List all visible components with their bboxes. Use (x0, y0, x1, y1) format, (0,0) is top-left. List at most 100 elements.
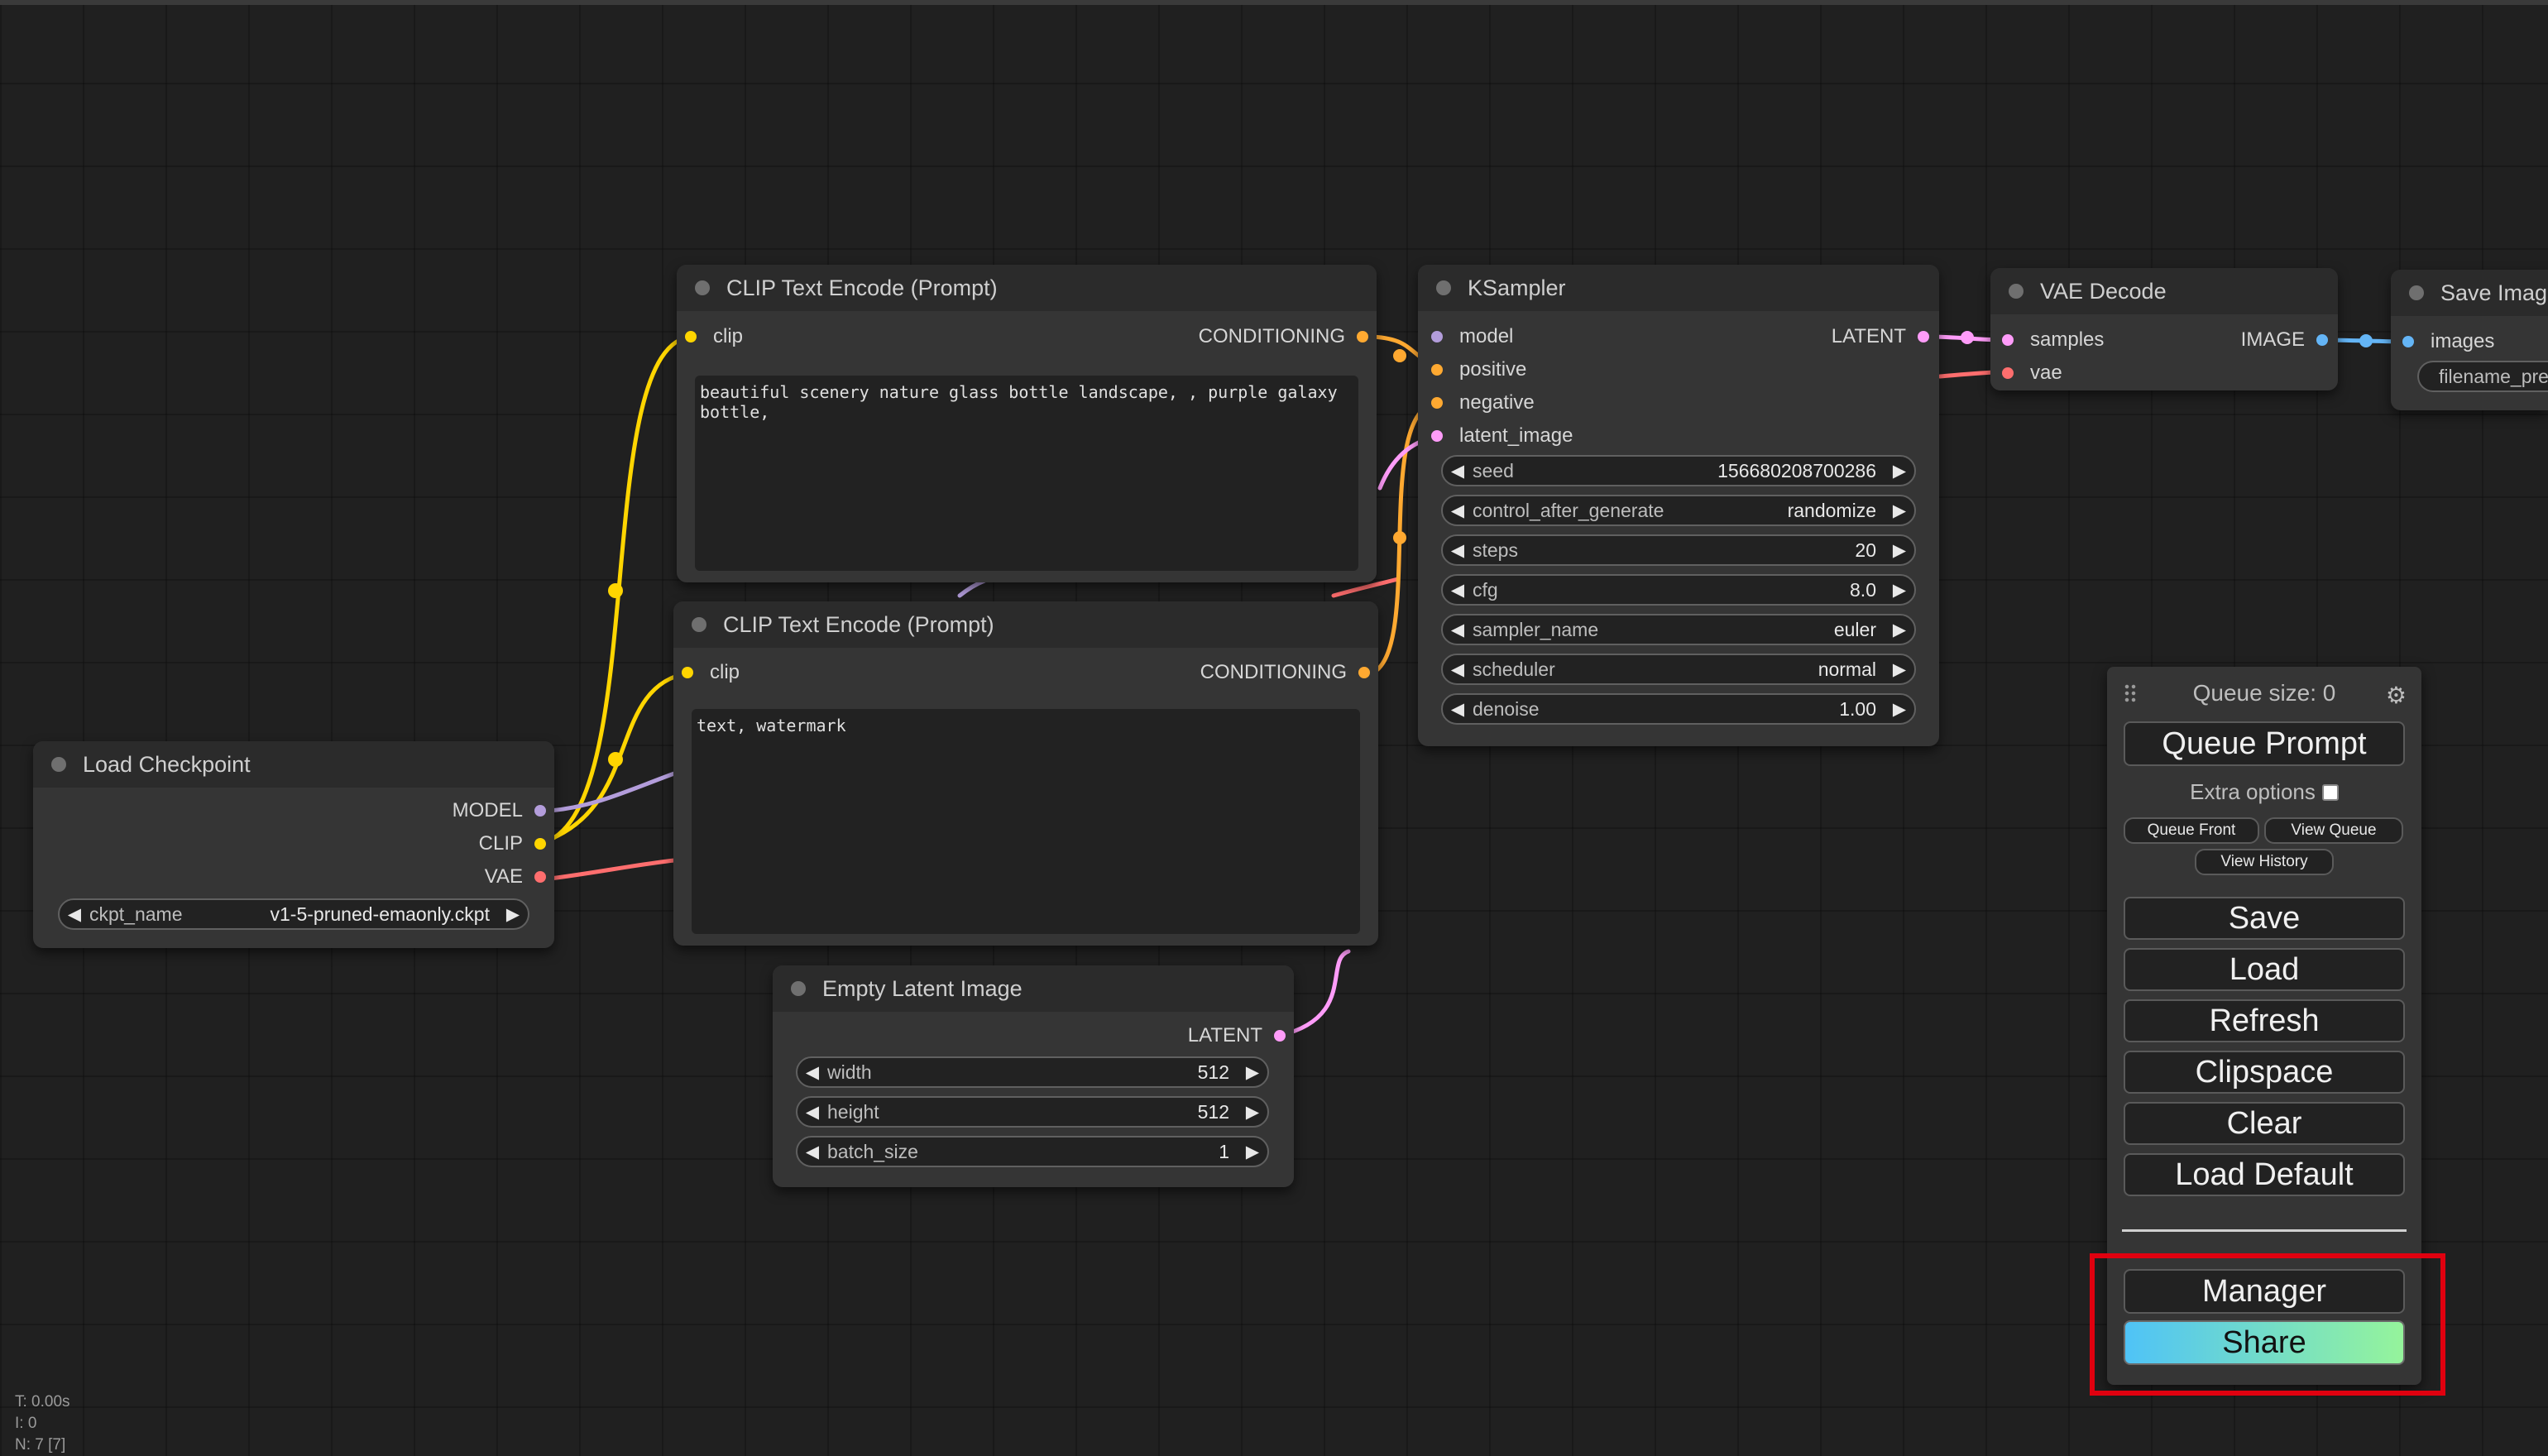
input-vae[interactable]: vae (2002, 358, 2062, 388)
latent-input-dot-icon[interactable] (1431, 430, 1443, 442)
height-number-widget[interactable]: ◀ height 512 ▶ (796, 1096, 1269, 1128)
node-title-bar[interactable]: Empty Latent Image (773, 965, 1294, 1012)
control-after-generate-combo[interactable]: ◀ control_after_generate randomize ▶ (1441, 495, 1916, 526)
share-button[interactable]: Share (2124, 1320, 2405, 1365)
node-title-bar[interactable]: Load Checkpoint (33, 741, 554, 788)
denoise-number-widget[interactable]: ◀ denoise 1.00 ▶ (1441, 693, 1916, 725)
gear-icon[interactable]: ⚙ (2385, 682, 2407, 708)
clip-text-encode-positive-node[interactable]: CLIP Text Encode (Prompt) clip CONDITION… (677, 265, 1377, 582)
vae-input-dot-icon[interactable] (2002, 367, 2014, 379)
width-number-widget[interactable]: ◀ width 512 ▶ (796, 1056, 1269, 1088)
load-checkpoint-node[interactable]: Load Checkpoint MODEL CLIP VAE ◀ ckpt_na… (33, 741, 554, 948)
clip-text-encode-negative-node[interactable]: CLIP Text Encode (Prompt) clip CONDITION… (673, 601, 1378, 946)
arrow-left-icon[interactable]: ◀ (1450, 580, 1465, 600)
output-vae[interactable]: VAE (485, 862, 546, 892)
vae-decode-node[interactable]: VAE Decode samples vae IMAGE (1990, 268, 2338, 390)
clip-input-dot-icon[interactable] (682, 667, 693, 678)
collapse-dot-icon[interactable] (51, 757, 66, 772)
output-conditioning[interactable]: CONDITIONING (1199, 322, 1368, 352)
queue-front-button[interactable]: Queue Front (2124, 817, 2259, 844)
arrow-left-icon[interactable]: ◀ (805, 1102, 820, 1122)
node-title-bar[interactable]: CLIP Text Encode (Prompt) (677, 265, 1377, 311)
node-title-bar[interactable]: Save Imag (2391, 270, 2548, 316)
node-title-bar[interactable]: CLIP Text Encode (Prompt) (673, 601, 1378, 648)
output-conditioning[interactable]: CONDITIONING (1200, 658, 1370, 687)
arrow-left-icon[interactable]: ◀ (1450, 540, 1465, 560)
ksampler-node[interactable]: KSampler model positive negative latent_… (1418, 265, 1939, 746)
arrow-left-icon[interactable]: ◀ (1450, 620, 1465, 639)
arrow-left-icon[interactable]: ◀ (805, 1062, 820, 1082)
images-input-dot-icon[interactable] (2402, 336, 2414, 347)
input-negative[interactable]: negative (1431, 388, 1535, 418)
queue-prompt-button[interactable]: Queue Prompt (2124, 721, 2405, 766)
conditioning-output-dot-icon[interactable] (1357, 331, 1368, 342)
manager-button[interactable]: Manager (2124, 1269, 2405, 1314)
input-positive[interactable]: positive (1431, 355, 1526, 385)
output-latent[interactable]: LATENT (1832, 322, 1929, 352)
arrow-right-icon[interactable]: ▶ (1892, 620, 1907, 639)
conditioning-output-dot-icon[interactable] (1358, 667, 1370, 678)
clipspace-button[interactable]: Clipspace (2124, 1051, 2405, 1094)
drag-handle-icon[interactable] (2124, 683, 2137, 703)
empty-latent-image-node[interactable]: Empty Latent Image LATENT ◀ width 512 ▶ … (773, 965, 1294, 1187)
sampler-name-combo[interactable]: ◀ sampler_name euler ▶ (1441, 614, 1916, 645)
output-image[interactable]: IMAGE (2241, 325, 2328, 355)
filename-prefix-text-widget[interactable]: filename_pre (2417, 361, 2548, 392)
view-queue-button[interactable]: View Queue (2264, 817, 2403, 844)
arrow-left-icon[interactable]: ◀ (67, 904, 82, 924)
arrow-right-icon[interactable]: ▶ (1892, 500, 1907, 520)
collapse-dot-icon[interactable] (1436, 280, 1451, 295)
node-title-bar[interactable]: VAE Decode (1990, 268, 2338, 314)
arrow-right-icon[interactable]: ▶ (1892, 540, 1907, 560)
arrow-right-icon[interactable]: ▶ (505, 904, 520, 924)
latent-output-dot-icon[interactable] (1274, 1030, 1286, 1042)
latent-output-dot-icon[interactable] (1918, 331, 1929, 342)
extra-options-checkbox[interactable] (2321, 783, 2339, 801)
input-latent-image[interactable]: latent_image (1431, 421, 1573, 451)
arrow-left-icon[interactable]: ◀ (805, 1142, 820, 1161)
input-model[interactable]: model (1431, 322, 1513, 352)
vae-output-dot-icon[interactable] (534, 871, 546, 883)
clip-output-dot-icon[interactable] (534, 838, 546, 850)
arrow-right-icon[interactable]: ▶ (1892, 580, 1907, 600)
image-output-dot-icon[interactable] (2316, 334, 2328, 346)
save-image-node[interactable]: Save Imag images filename_pre (2391, 270, 2548, 410)
ckpt-name-combo[interactable]: ◀ ckpt_name v1-5-pruned-emaonly.ckpt ▶ (58, 898, 529, 930)
load-default-button[interactable]: Load Default (2124, 1153, 2405, 1196)
prompt-textarea[interactable]: beautiful scenery nature glass bottle la… (695, 376, 1358, 571)
collapse-dot-icon[interactable] (2009, 284, 2024, 299)
arrow-right-icon[interactable]: ▶ (1892, 461, 1907, 481)
seed-number-widget[interactable]: ◀ seed 156680208700286 ▶ (1441, 455, 1916, 486)
arrow-right-icon[interactable]: ▶ (1245, 1062, 1260, 1082)
input-images[interactable]: images (2402, 327, 2494, 357)
view-history-button[interactable]: View History (2195, 849, 2334, 875)
prompt-textarea[interactable]: text, watermark (692, 709, 1360, 934)
model-output-dot-icon[interactable] (534, 805, 546, 817)
negative-input-dot-icon[interactable] (1431, 397, 1443, 409)
input-samples[interactable]: samples (2002, 325, 2104, 355)
load-button[interactable]: Load (2124, 948, 2405, 991)
samples-input-dot-icon[interactable] (2002, 334, 2014, 346)
steps-number-widget[interactable]: ◀ steps 20 ▶ (1441, 534, 1916, 566)
comfy-menu-panel[interactable]: Queue size: 0 ⚙ Queue Prompt Extra optio… (2107, 667, 2421, 1385)
model-input-dot-icon[interactable] (1431, 331, 1443, 342)
cfg-number-widget[interactable]: ◀ cfg 8.0 ▶ (1441, 574, 1916, 606)
save-button[interactable]: Save (2124, 897, 2405, 940)
collapse-dot-icon[interactable] (692, 617, 706, 632)
collapse-dot-icon[interactable] (791, 981, 806, 996)
output-latent[interactable]: LATENT (1188, 1021, 1286, 1051)
clear-button[interactable]: Clear (2124, 1102, 2405, 1145)
node-title-bar[interactable]: KSampler (1418, 265, 1939, 311)
output-clip[interactable]: CLIP (479, 829, 546, 859)
arrow-left-icon[interactable]: ◀ (1450, 461, 1465, 481)
refresh-button[interactable]: Refresh (2124, 999, 2405, 1042)
collapse-dot-icon[interactable] (695, 280, 710, 295)
clip-input-dot-icon[interactable] (685, 331, 697, 342)
arrow-left-icon[interactable]: ◀ (1450, 699, 1465, 719)
arrow-left-icon[interactable]: ◀ (1450, 500, 1465, 520)
arrow-left-icon[interactable]: ◀ (1450, 659, 1465, 679)
arrow-right-icon[interactable]: ▶ (1892, 659, 1907, 679)
arrow-right-icon[interactable]: ▶ (1892, 699, 1907, 719)
collapse-dot-icon[interactable] (2409, 285, 2424, 300)
batch-size-number-widget[interactable]: ◀ batch_size 1 ▶ (796, 1136, 1269, 1167)
